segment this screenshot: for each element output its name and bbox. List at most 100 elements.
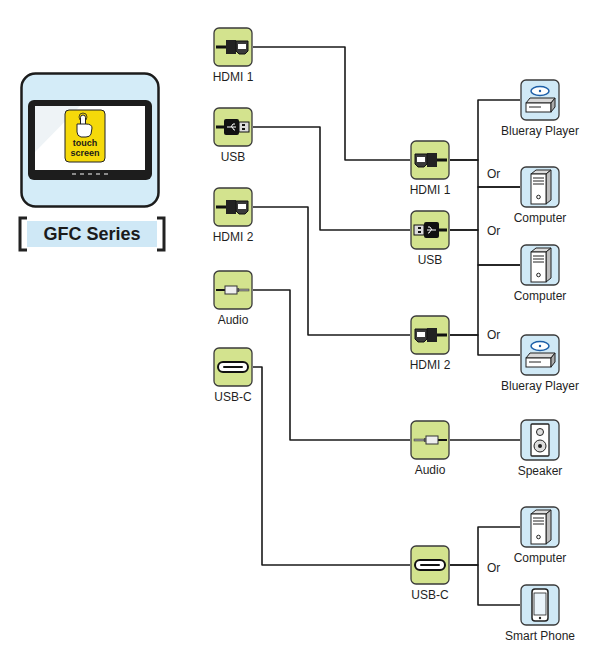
usbc-port	[415, 560, 445, 570]
text-wrap: Blueray Player	[501, 379, 579, 393]
phone-body	[532, 589, 548, 621]
port-box: USB	[410, 210, 450, 250]
tablet-frame	[28, 100, 152, 180]
tablet-button	[88, 173, 92, 175]
port-box: USB	[213, 107, 253, 147]
cable-line	[450, 439, 520, 441]
icon-background	[214, 348, 252, 386]
computer-icon	[531, 510, 551, 544]
disc	[531, 87, 549, 96]
label-wrap: Or	[485, 164, 502, 182]
cable	[216, 206, 226, 209]
usb-symbol	[427, 227, 436, 233]
plug-body	[426, 436, 438, 444]
icon-drawing	[213, 107, 253, 147]
plug-pins	[417, 332, 425, 337]
tablet-button	[80, 173, 84, 175]
series-band: GFC Series	[27, 221, 157, 247]
home-button	[539, 617, 541, 619]
connector-plug	[216, 200, 248, 214]
port-box: HDMI 1	[410, 140, 450, 180]
plug-hole	[418, 227, 421, 229]
computer-icon	[531, 170, 551, 204]
icon-background	[411, 316, 449, 354]
tray	[529, 107, 541, 108]
cable-line	[253, 367, 410, 565]
power-button	[537, 273, 541, 277]
icon-background	[521, 420, 559, 460]
phone-icon	[532, 589, 548, 621]
text-wrap: Audio	[415, 463, 446, 477]
icon-background	[411, 141, 449, 179]
plug-head	[414, 225, 424, 235]
text-wrap: Computer	[514, 289, 567, 303]
icon-background	[214, 28, 252, 66]
icon-background	[521, 507, 559, 547]
port-label: Audio	[218, 313, 249, 327]
series-name: GFC Series	[43, 224, 140, 245]
text-wrap: HDMI 2	[410, 358, 451, 372]
connector-plug	[415, 328, 447, 342]
tower-front	[531, 174, 546, 204]
text-wrap: Speaker	[518, 464, 563, 478]
tablet-button	[104, 173, 108, 175]
cable	[439, 229, 447, 232]
choice-label: Or	[485, 328, 502, 342]
choice-label: Or	[485, 224, 502, 238]
device-label: Speaker	[518, 464, 563, 478]
drive-bays	[533, 178, 544, 184]
power-button	[537, 195, 541, 199]
woofer-cap	[538, 444, 542, 448]
text-wrap: HDMI 1	[213, 70, 254, 84]
tablet-button	[96, 173, 100, 175]
port-label: HDMI 2	[410, 358, 451, 372]
right-bracket	[157, 218, 164, 250]
icon-background	[521, 585, 559, 625]
icon-background	[411, 421, 449, 459]
tablet-screen	[35, 106, 145, 170]
bluray-icon	[526, 87, 555, 113]
connector-plug	[414, 222, 447, 238]
port-label: USB-C	[214, 390, 251, 404]
plug-head	[236, 41, 248, 54]
cable	[438, 439, 447, 441]
port-box: HDMI 2	[410, 315, 450, 355]
icon-background	[411, 211, 449, 249]
icon-drawing	[520, 419, 560, 461]
connector-plug	[414, 436, 447, 444]
tower-side	[546, 170, 551, 204]
plug-head	[415, 154, 427, 167]
connector-plug	[415, 153, 447, 167]
device-label: Smart Phone	[505, 629, 575, 643]
left-bracket	[20, 218, 27, 250]
icon-drawing	[520, 244, 560, 286]
usbc-tongue	[420, 564, 440, 566]
bluray-icon	[526, 342, 555, 368]
plug-body	[427, 328, 437, 342]
usbc-tongue	[223, 366, 243, 368]
power-button	[537, 535, 541, 539]
text-wrap: HDMI 2	[213, 230, 254, 244]
device-box: Smart Phone	[520, 584, 560, 626]
player-front	[526, 358, 551, 367]
icon-drawing	[520, 506, 560, 548]
tower-side	[546, 510, 551, 544]
device-label: Computer	[514, 211, 567, 225]
tablet-button	[72, 173, 76, 175]
text-wrap: Computer	[514, 211, 567, 225]
port-label: HDMI 2	[213, 230, 254, 244]
connector-plug	[218, 362, 248, 372]
cable-line	[450, 160, 520, 187]
tray	[529, 362, 541, 363]
icon-background	[521, 80, 559, 120]
product-box	[22, 74, 159, 207]
device-label: Blueray Player	[501, 379, 579, 393]
plug-pin	[414, 439, 424, 441]
port-label: HDMI 1	[213, 70, 254, 84]
device-box: Computer	[520, 506, 560, 548]
woofer	[534, 440, 546, 452]
icon-drawing	[520, 79, 560, 121]
connector-plug	[216, 40, 248, 54]
product-box: touch screen	[20, 72, 160, 208]
